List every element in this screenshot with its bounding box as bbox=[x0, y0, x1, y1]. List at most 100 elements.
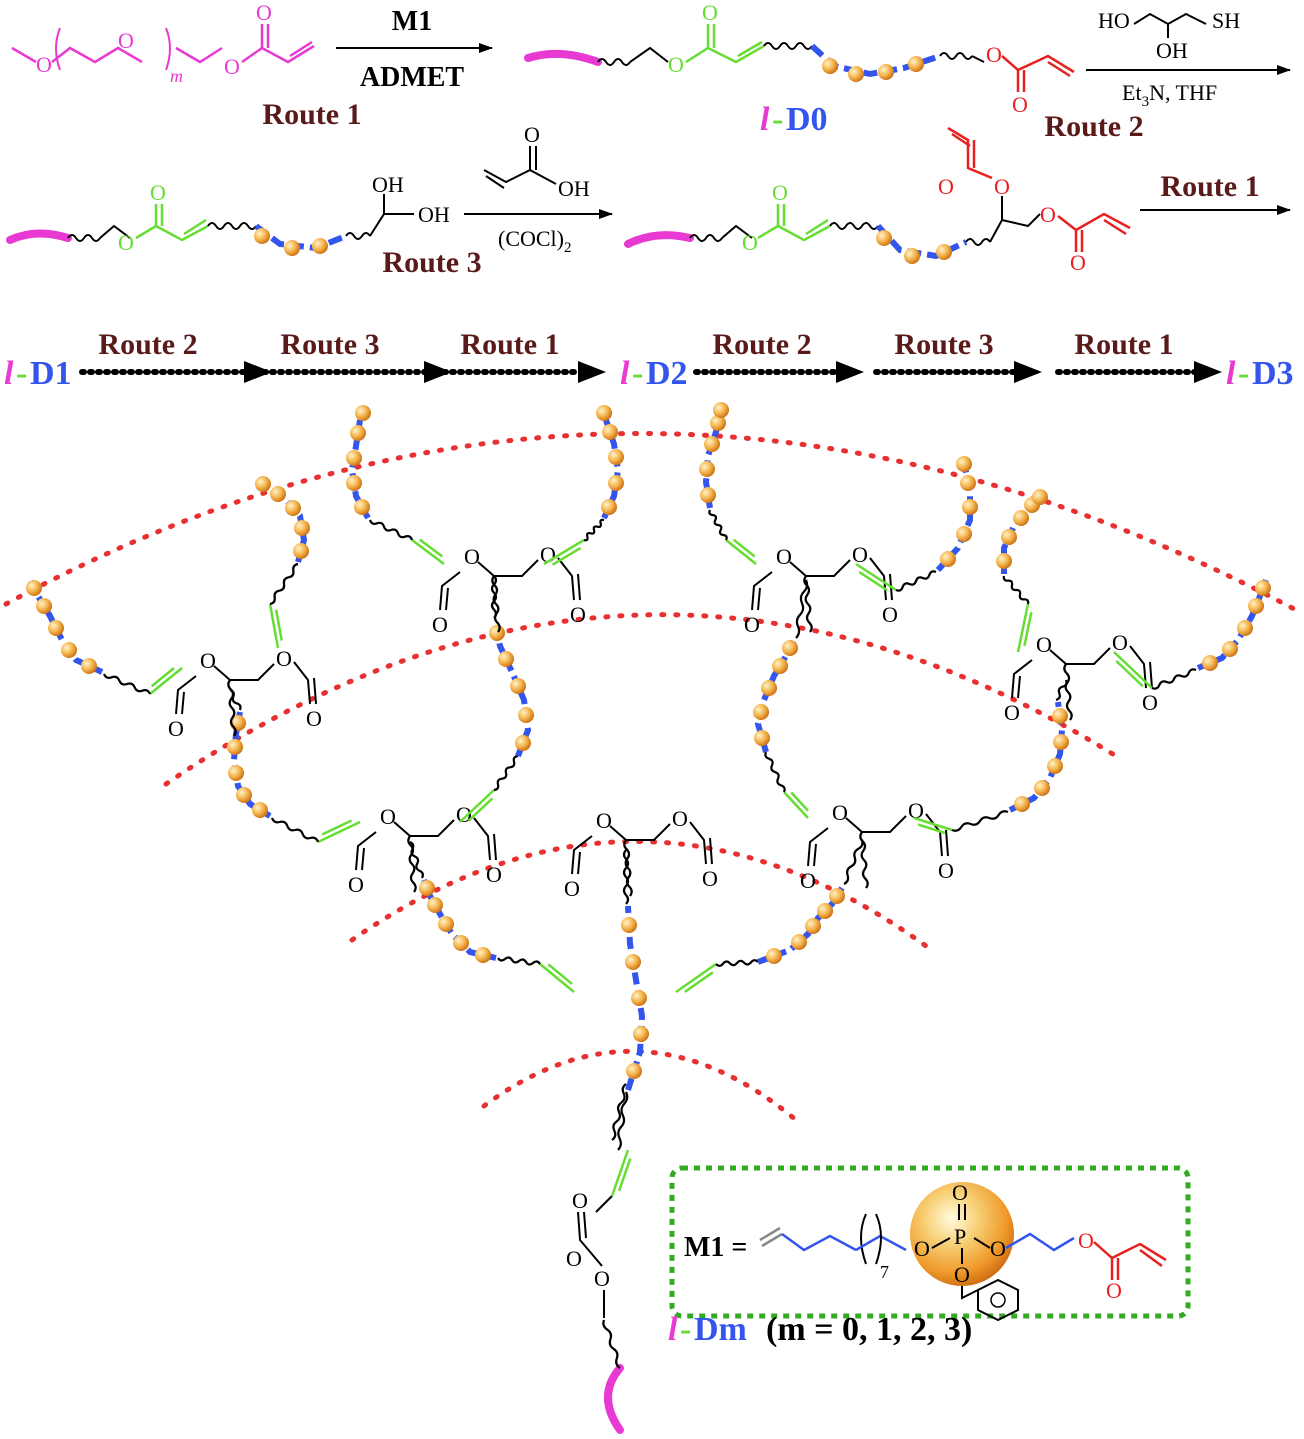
route-1-label: Route 1 bbox=[1074, 328, 1173, 361]
alkyl-linker bbox=[407, 835, 417, 893]
svg-text:D1: D1 bbox=[30, 355, 72, 392]
route-2-label: Route 2 bbox=[98, 328, 197, 361]
phosphate-bead-icon bbox=[910, 1182, 1014, 1286]
phosphate-bead-icon bbox=[829, 888, 845, 904]
phosphate-bead-icon bbox=[48, 620, 64, 636]
step4-arrow: Route 1 bbox=[1140, 170, 1291, 215]
phosphate-oxygen-label: O bbox=[954, 1262, 970, 1287]
svg-text:l: l bbox=[4, 355, 14, 392]
oxygen-atom-label: O bbox=[276, 646, 292, 671]
svg-text:(m = 0, 1, 2, 3): (m = 0, 1, 2, 3) bbox=[766, 1311, 972, 1348]
phosphate-bead-icon bbox=[940, 551, 956, 567]
diol-oh-label: OH bbox=[372, 172, 404, 197]
ester-oxygen-label: O bbox=[118, 230, 134, 255]
phosphate-bead-icon bbox=[350, 425, 366, 441]
phosphate-bead-icon bbox=[1237, 620, 1253, 636]
phosphate-bead-icon bbox=[621, 917, 637, 933]
phosphate-bead-icon bbox=[699, 461, 715, 477]
diacrylate-intermediate-structure: O O O O O O bbox=[624, 126, 1131, 275]
phosphate-bead-icon bbox=[1014, 796, 1030, 812]
oxygen-atom-label: O bbox=[776, 544, 792, 569]
oxygen-atom-label: O bbox=[672, 806, 688, 831]
peg-oxygen-label: O bbox=[36, 52, 52, 77]
svg-text:-: - bbox=[16, 355, 27, 392]
phosphorus-label: P bbox=[954, 1224, 966, 1249]
l-d0-structure: O O O O l - D0 bbox=[524, 0, 1075, 138]
arrow-head-icon bbox=[578, 361, 606, 383]
phosphate-bead-icon bbox=[285, 500, 301, 516]
alkyl-linker bbox=[795, 579, 809, 639]
alkyl-linker bbox=[1002, 575, 1030, 605]
phosphate-bead-icon bbox=[510, 678, 526, 694]
oxygen-atom-label: O bbox=[540, 542, 556, 567]
route-1-label: Route 1 bbox=[460, 328, 559, 361]
route-2-label: Route 2 bbox=[1044, 110, 1143, 143]
oxygen-atom-label: O bbox=[882, 602, 898, 627]
phosphate-bead-icon bbox=[1032, 489, 1048, 505]
step3-conditions: (COCl) bbox=[498, 226, 564, 251]
alkyl-linker bbox=[493, 754, 519, 792]
acrylate-oxygen-label: O bbox=[1040, 202, 1056, 227]
ester-oxygen-label: O bbox=[742, 230, 758, 255]
phosphate-bead-icon bbox=[753, 704, 769, 720]
oxygen-atom-label: O bbox=[1142, 690, 1158, 715]
phosphate-bead-icon bbox=[962, 499, 978, 515]
oxygen-atom-label: O bbox=[486, 862, 502, 887]
oxygen-atom-label: O bbox=[908, 798, 924, 823]
phosphate-bead-icon bbox=[608, 475, 624, 491]
phosphate-bead-icon bbox=[996, 553, 1012, 569]
phosphate-bead-icon bbox=[1202, 655, 1218, 671]
phosphate-bead-icon bbox=[36, 598, 52, 614]
oxygen-atom-label: O bbox=[1036, 632, 1052, 657]
phosphate-bead-icon bbox=[355, 405, 371, 421]
carbonyl-oxygen-label: O bbox=[1012, 92, 1028, 117]
step1-arrow: M1 ADMET Route 1 bbox=[262, 6, 493, 131]
phosphate-bead-icon bbox=[761, 680, 777, 696]
phosphate-bead-icon bbox=[608, 449, 624, 465]
svg-text:-: - bbox=[1238, 355, 1249, 392]
phosphate-bead-icon bbox=[956, 456, 972, 472]
oxygen-atom-label: O bbox=[1004, 700, 1020, 725]
alkyl-linker bbox=[602, 1319, 621, 1369]
phosphate-oxygen-label: O bbox=[990, 1236, 1006, 1261]
svg-text:Dm: Dm bbox=[694, 1311, 747, 1348]
alkyl-linker bbox=[895, 570, 937, 592]
phosphate-bead-icon bbox=[791, 934, 807, 950]
svg-text:-: - bbox=[772, 101, 783, 138]
oxygen-atom-label: O bbox=[594, 1266, 610, 1291]
step1-reagent-m1: M1 bbox=[392, 6, 432, 37]
phosphate-bead-icon bbox=[626, 1063, 642, 1079]
phosphate-bead-icon bbox=[601, 499, 617, 515]
phosphate-bead-icon bbox=[713, 402, 729, 418]
phenyl-ring-icon bbox=[977, 1278, 1019, 1322]
svg-text:D3: D3 bbox=[1252, 355, 1294, 392]
peg-acrylate-starting-material: O O m O O bbox=[11, 0, 315, 86]
phosphate-bead-icon bbox=[498, 651, 514, 667]
phosphate-bead-icon bbox=[354, 499, 370, 515]
m1-label: M1 = bbox=[684, 1232, 747, 1263]
phosphate-bead-icon bbox=[704, 436, 720, 452]
alkyl-linker bbox=[843, 839, 864, 885]
alkyl-linker bbox=[368, 519, 414, 541]
phosphate-bead-icon bbox=[419, 880, 435, 896]
phosphate-bead-icon bbox=[515, 735, 531, 751]
arrow-head-icon bbox=[244, 361, 272, 383]
l-dm-caption: l - Dm (m = 0, 1, 2, 3) bbox=[668, 1311, 972, 1348]
route-3-label: Route 3 bbox=[894, 328, 993, 361]
ester-oxygen-label: O bbox=[668, 52, 684, 77]
oxygen-atom-label: O bbox=[572, 1188, 588, 1213]
phosphate-bead-icon bbox=[631, 990, 647, 1006]
route-1-label: Route 1 bbox=[262, 98, 361, 131]
svg-text:-: - bbox=[632, 355, 643, 392]
phosphate-bead-icon bbox=[772, 658, 788, 674]
oxygen-atom-label: O bbox=[938, 858, 954, 883]
phosphate-bead-icon bbox=[255, 476, 271, 492]
phosphate-bead-icon bbox=[294, 520, 310, 536]
oxygen-atom-label: O bbox=[744, 612, 760, 637]
peg-chain bbox=[604, 1364, 624, 1434]
alkyl-linker bbox=[764, 751, 786, 793]
alkyl-linker bbox=[227, 679, 237, 737]
alkyl-linker bbox=[623, 839, 633, 897]
step3-arrow: O OH (COCl)2 Route 3 bbox=[382, 122, 613, 279]
step2-arrow: HO OH SH Et3N, THF Route 2 bbox=[1044, 8, 1291, 143]
